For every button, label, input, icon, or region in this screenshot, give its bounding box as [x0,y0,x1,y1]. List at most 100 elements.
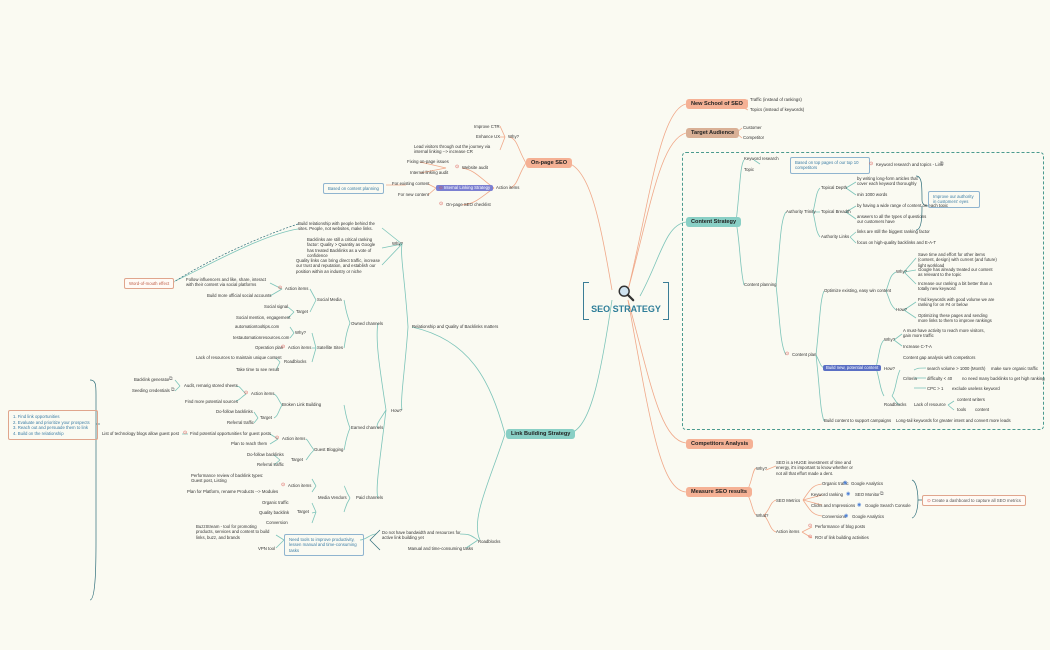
ss-roadblock-1: Lack of resources to maintain unique con… [196,355,282,360]
step-4: 4. Build on the relationship [13,430,64,436]
magnifier-icon [618,285,635,302]
red-target-icon: ⊙ [439,201,444,207]
mv-action-items: Action items [288,483,312,488]
criteria: Criteria [903,376,917,381]
criteria-volume-note: make sure organic traffic [991,366,1038,371]
red-target-icon: ⊙ [808,534,813,540]
ss-roadblock-2: Take time to see result [236,367,279,372]
linkbuilding-how: How? [391,408,402,413]
need-tools-box: Need tools to improve productivity, less… [284,534,364,557]
ss-roadblocks: Roadblocks [284,359,307,364]
central-topic[interactable]: SEO STRATEGY [583,282,669,320]
topical-depth: Topical Depth [821,185,848,190]
red-target-icon: ⊙ [455,164,460,170]
branch-content-strategy[interactable]: Content Strategy [686,217,742,227]
external-link-icon[interactable]: ⧉ [169,376,173,382]
external-link-icon[interactable]: ⧉ [880,491,884,497]
dashboard-box[interactable]: ⊙ Create a dashboard to capture all SEO … [922,495,1026,507]
topical-breadth-note-1: by having a wide range of content on eac… [857,203,949,208]
authority-links-note-1: links are still the biggest ranking fact… [857,229,930,234]
lack-of-resource: Lack of resource [914,402,946,407]
bl-find-sources: Find more potential sources [185,399,239,404]
lb-why-3: Quality links can bring direct traffic, … [296,258,380,274]
branch-onpage-seo[interactable]: On-page SEO [526,158,573,168]
metric-clicks-impressions: Clicks and Impressions [811,503,856,508]
branch-new-school[interactable]: New School of SEO [686,99,748,109]
center-left-bracket [583,282,589,320]
branch-link-building[interactable]: Link Building Strategy [506,429,576,439]
gb-find-opportunities: Find potential opportunities for guest p… [190,431,271,436]
gb-target: Target [291,457,303,462]
mv-action-1: Performance review of backlink types: Gu… [191,473,264,484]
bl-target: Target [260,415,272,420]
improve-authority-box: Improve our authority in customers' eyes [928,191,980,208]
new-school-item-topics: Topics (instead of keywords) [750,107,805,112]
ss-site-1: automationtooltips.com [235,324,280,329]
topical-depth-note-2: min 1000 words [857,192,888,197]
topic-label: Topic [744,167,755,172]
sm-target: Target [296,309,308,314]
satellite-sites: Satellite Sites [317,345,344,350]
build-support-campaigns: Build content to support campaigns [824,418,892,423]
optimize-why-2: Google has already treated our content a… [918,267,993,278]
optimize-how-2: Optimizing these pages and sending more … [918,313,992,324]
center-right-bracket [663,282,669,320]
onpage-why: Why? [508,134,519,139]
red-target-icon: ⊙ [183,430,188,436]
lb-roadblock-1: Do not have bandwidth and resources for … [382,530,461,541]
social-media: Social Media [317,297,342,302]
keyword-tools-link[interactable]: Keyword research and topics - Link [876,162,944,167]
criteria-cpc-note: exclude useless keyword [952,386,1000,391]
red-target-icon: ⊙ [927,498,931,503]
sm-target-2: Social mention, engagement [236,315,291,320]
resource-tools: tools [957,407,967,412]
metric-organic-traffic: Organic traffic [822,481,849,486]
content-planning: Content planning [744,282,777,287]
optimize-why-1: Save time and effort for other items (co… [918,252,997,268]
tool-vpn: VPN tool [258,546,275,551]
build-roadblocks: Roadblocks [884,402,907,407]
red-target-icon: ⊙ [244,390,249,396]
sm-action-items: Action items [285,286,309,291]
word-of-mouth-box: Word-of-mouth effect [124,278,175,290]
bl-target-2: Referral traffic [227,420,254,425]
website-audit: Website audit [462,165,488,170]
onpage-action-items: Action items [496,185,520,190]
blue-google-icon: ◉ [857,502,862,508]
media-vendors: Media Vendors [318,495,347,500]
earned-channels: Earned channels [351,425,384,430]
blue-google-icon: ◉ [843,480,848,486]
red-target-icon: ⊙ [869,161,874,167]
measure-why: Why? [756,466,767,471]
external-link-icon[interactable]: ⧉ [171,387,175,393]
step-3: 3. Reach out and persuade them to link [13,425,89,431]
build-how-1: Content gap analysis with competitors [903,355,976,360]
gb-target-2: Referral traffic [257,462,284,467]
for-new-content: For new content [398,192,429,197]
red-target-icon: ⊙ [439,185,443,190]
central-title: SEO STRATEGY [591,304,661,314]
optimize-how-1: Find keywords with good volume we are ra… [918,297,995,308]
external-link-icon[interactable]: ⧉ [940,161,944,167]
metric-conversions: Conversions [822,514,846,519]
gb-action-items: Action items [282,436,306,441]
authority-links: Authority Links [821,234,850,239]
branch-competitors-analysis[interactable]: Competitors Analysis [686,439,754,449]
build-why: Why? [884,337,895,342]
tool-buzzstream: BuzzStream - tool for promoting products… [196,524,270,540]
measure-action-items: Action items [776,529,800,534]
content-plan: Content plan [792,352,817,357]
based-on-content-planning-box: Based on content planning [323,183,384,195]
keyword-research: Keyword research [744,156,779,161]
branch-target-audience[interactable]: Target Audience [686,128,740,138]
mv-target-1: Organic traffic [262,500,289,505]
optimize-existing-content: Optimize existing, easy win content [824,288,892,293]
internal-linking-strategy-pill[interactable]: ⊙ Internal Linking Strategy [436,185,494,191]
content-writers: content writers [957,397,985,402]
linkbuilding-why: Why? [392,241,403,246]
build-new-content-pill[interactable]: Build new, potential content [823,365,882,371]
internal-linking-audit: Internal linking audit [410,170,449,175]
branch-measure-seo-results[interactable]: Measure SEO results [686,487,752,497]
gb-plan-reach: Plan to reach them [231,441,268,446]
